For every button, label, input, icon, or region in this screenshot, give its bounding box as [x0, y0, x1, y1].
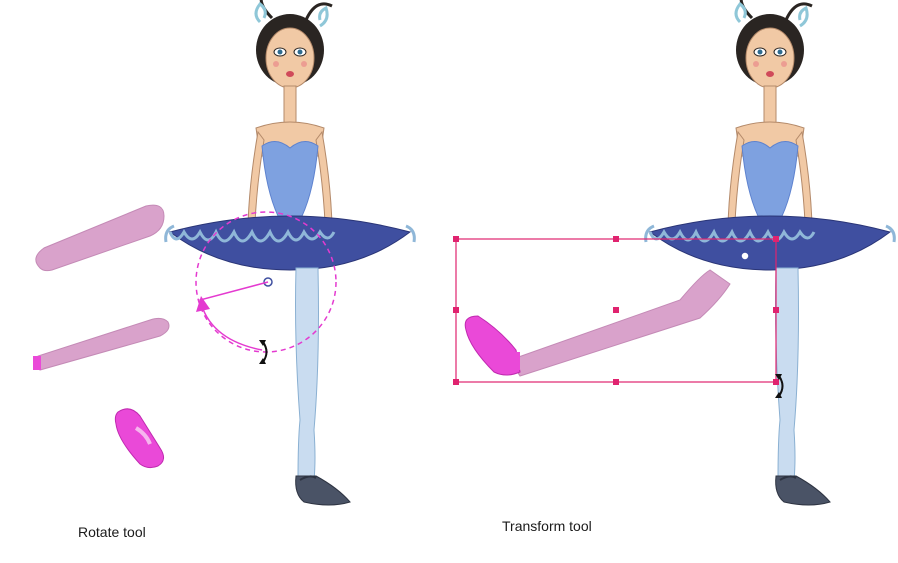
extended-leg[interactable] — [510, 270, 730, 376]
rotate-tool-caption: Rotate tool — [78, 524, 146, 540]
curved-arrow-icon — [196, 282, 268, 350]
thigh-piece[interactable] — [36, 205, 164, 271]
shoe-piece[interactable] — [115, 409, 163, 468]
handle-center[interactable] — [613, 307, 619, 313]
handle-top-right[interactable] — [773, 236, 779, 242]
handle-middle-right[interactable] — [773, 307, 779, 313]
shin-piece[interactable] — [34, 318, 169, 370]
transform-panel — [453, 0, 894, 505]
shin-joint-marker — [33, 356, 41, 370]
handle-top-middle[interactable] — [613, 236, 619, 242]
extended-shoe[interactable] — [465, 316, 520, 375]
handle-top-left[interactable] — [453, 236, 459, 242]
handle-bottom-middle[interactable] — [613, 379, 619, 385]
handle-middle-left[interactable] — [453, 307, 459, 313]
handle-bottom-left[interactable] — [453, 379, 459, 385]
transform-tool-caption: Transform tool — [502, 518, 592, 534]
handle-bottom-right[interactable] — [773, 379, 779, 385]
pivot-point[interactable] — [741, 252, 749, 260]
rotate-panel — [33, 0, 414, 505]
